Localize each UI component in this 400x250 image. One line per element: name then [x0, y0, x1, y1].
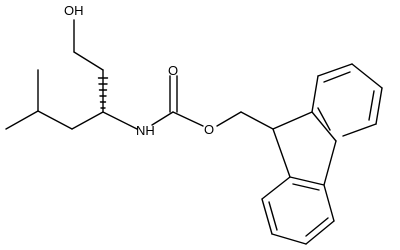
bond-ch2-c9: [240, 111, 274, 130]
upper-ring-bond-4: [375, 87, 383, 125]
atom-label-ester-oxygen: O: [204, 122, 214, 137]
upper-ring-inner-1: [323, 71, 351, 83]
atom-label-nh: NH: [136, 123, 155, 138]
hashed-wedge-bond: [97, 77, 109, 109]
upper-ring-bond-5: [342, 123, 377, 137]
upper-ring-bond-2: [317, 63, 353, 77]
bond-c3-c4: [71, 111, 104, 130]
lower-ring-inner-1: [268, 201, 278, 231]
bond-c1-c2: [73, 51, 104, 71]
upper-ring-inner-3: [317, 107, 331, 131]
bond-c9-c8a: [272, 128, 291, 178]
upper-ring-bond-3: [351, 63, 383, 89]
upper-ring-bond-1: [311, 75, 319, 113]
bond-c4a-c4b: [323, 140, 337, 186]
bond-c9-c9a: [272, 111, 313, 130]
atom-label-hydroxyl: OH: [64, 3, 84, 18]
bond-c5-c7: [5, 110, 39, 130]
lower-ring-inner-3: [292, 183, 320, 191]
bond-c3-n: [102, 111, 138, 130]
lower-ring-bond-4: [305, 220, 335, 245]
lower-ring-bond-5: [323, 184, 335, 222]
bond-c4b-c8a: [289, 176, 325, 186]
bond-n-c8: [151, 111, 174, 126]
atom-label-carbonyl-oxygen: O: [168, 63, 178, 78]
lower-ring-bond-2: [261, 198, 273, 235]
upper-ring-inner-2: [368, 90, 375, 121]
bond-c9a-c4a: [311, 111, 337, 142]
lower-ring-inner-2: [305, 217, 329, 237]
bond-c4-c5: [37, 110, 73, 130]
lower-ring-bond-1: [261, 176, 291, 200]
bond-c8-o-ester: [172, 111, 204, 127]
lower-ring-bond-3: [271, 233, 307, 245]
bond-o-ch2: [216, 111, 242, 127]
